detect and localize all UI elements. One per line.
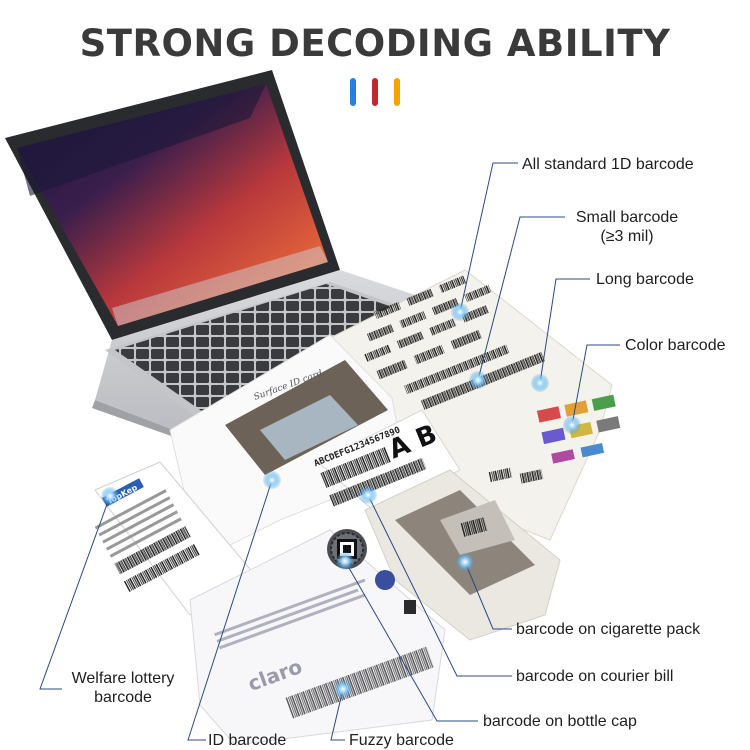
label-long-barcode: Long barcode bbox=[596, 271, 694, 288]
badge-emblem bbox=[375, 570, 395, 590]
accent-bar-blue bbox=[350, 78, 356, 106]
leader-lines bbox=[39, 162, 620, 741]
label-small-barcode: Small barcode (≥3 mil) bbox=[565, 208, 689, 246]
label-cigarette-pack: barcode on cigarette pack bbox=[516, 621, 701, 638]
accent-bar-yellow bbox=[394, 78, 400, 106]
scan-dots bbox=[101, 303, 581, 698]
label-welfare-lottery-line2: barcode bbox=[94, 689, 152, 706]
label-welfare-lottery-line1: Welfare lottery bbox=[71, 670, 175, 687]
laptop-screen bbox=[5, 70, 340, 340]
label-small-barcode-line2: (≥3 mil) bbox=[600, 228, 654, 245]
page-title: STRONG DECODING ABILITY bbox=[79, 22, 671, 65]
label-fuzzy-barcode: Fuzzy barcode bbox=[349, 732, 454, 749]
label-bottle-cap: barcode on bottle cap bbox=[483, 713, 637, 730]
label-all-1d-barcode: All standard 1D barcode bbox=[522, 156, 694, 173]
label-color-barcode: Color barcode bbox=[625, 337, 726, 354]
laptop-base bbox=[92, 270, 430, 448]
lottery-ticket: TopKep bbox=[94, 461, 256, 616]
label-id-barcode: ID barcode bbox=[208, 732, 287, 749]
accent-bar-red bbox=[372, 78, 378, 106]
label-small-barcode-line1: Small barcode bbox=[575, 209, 679, 226]
label-courier-bill: barcode on courier bill bbox=[516, 668, 674, 685]
id-card-sheet: Surface ID card bbox=[169, 334, 406, 561]
small-clip bbox=[404, 600, 416, 614]
label-welfare-lottery: Welfare lottery barcode bbox=[62, 669, 184, 707]
